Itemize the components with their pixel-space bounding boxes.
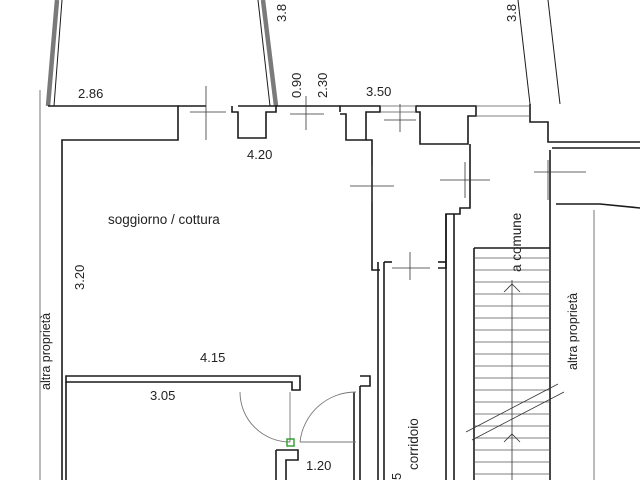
dim-0-90: 0.90: [289, 73, 304, 98]
corridor-walls: [377, 214, 455, 480]
dim-4-15: 4.15: [200, 350, 225, 365]
dim-3-20: 3.20: [72, 265, 87, 290]
room-label-corridor: corridoio: [406, 418, 421, 470]
doors: [239, 391, 357, 447]
dim-3-05: 3.05: [150, 388, 175, 403]
interior-wall: [65, 375, 371, 480]
dim-top-b: 3.8: [504, 4, 519, 22]
dim-2-30: 2.30: [315, 73, 330, 98]
neighbor-label-right: altra proprietà: [566, 293, 580, 370]
dim-top-a: 3.8: [274, 4, 289, 22]
boundary-lines: [39, 90, 595, 480]
dim-3-50: 3.50: [366, 84, 391, 99]
room-label-living: soggiorno / cottura: [108, 212, 220, 227]
room-label-common: a comune: [509, 213, 524, 272]
opening-marks: [190, 86, 586, 280]
room-labels: soggiorno / cottura corridoio a comune a…: [39, 212, 580, 470]
neighbor-label-left: altra proprietà: [39, 313, 53, 390]
dim-1-20: 1.20: [306, 458, 331, 473]
dimension-labels: 2.86 0.90 2.30 3.50 4.20 3.20 4.15 3.05 …: [72, 4, 519, 480]
dim-5: 5: [389, 473, 404, 480]
staircase: [465, 247, 565, 480]
top-angled-walls: [45, 0, 561, 107]
top-wall: [48, 104, 640, 480]
dim-4-20: 4.20: [247, 147, 272, 162]
dim-2-86: 2.86: [78, 86, 103, 101]
